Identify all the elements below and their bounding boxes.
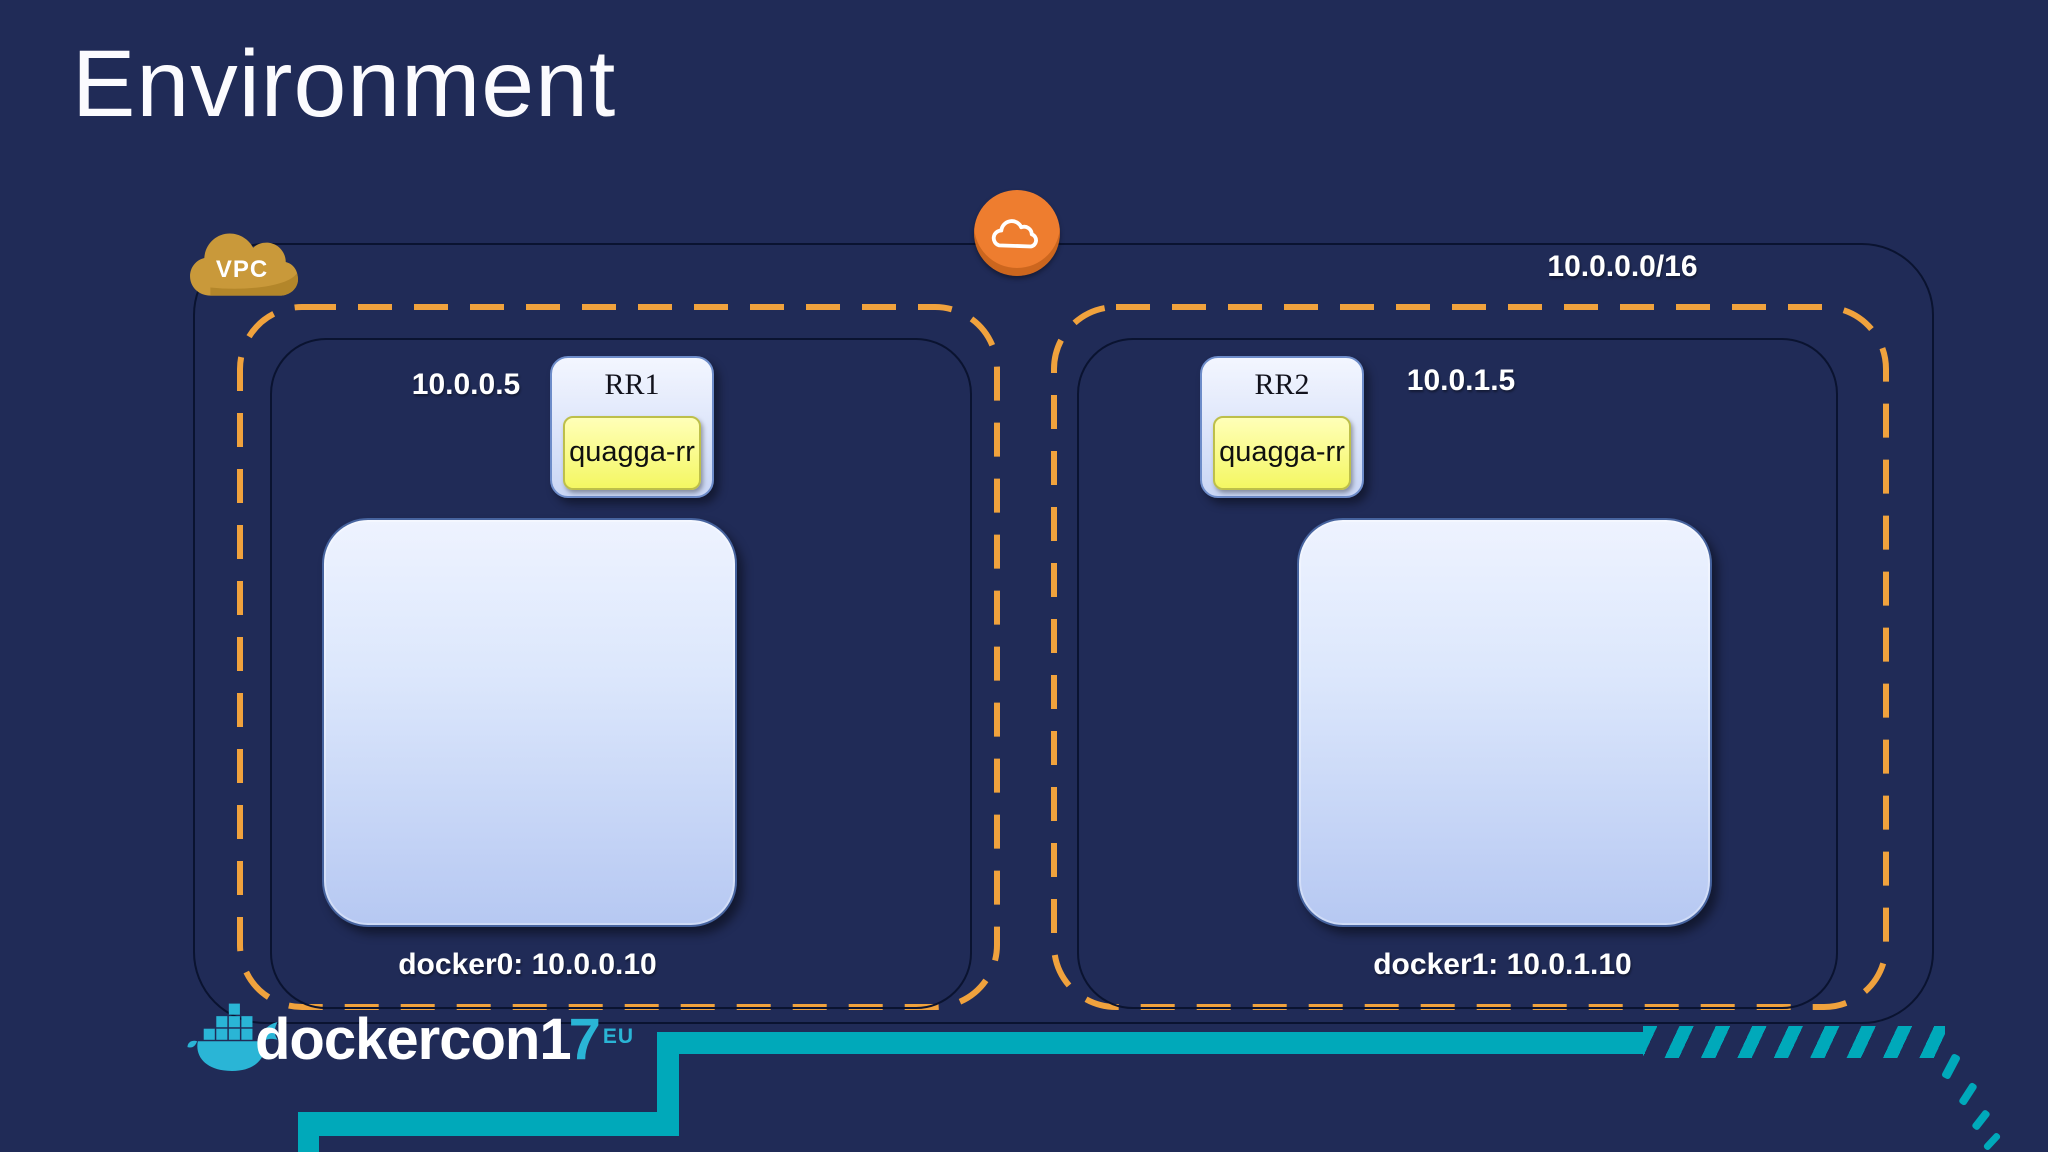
- rr2-quagga-box: quagga-rr: [1213, 416, 1351, 490]
- docker-host-right: [1077, 338, 1838, 1009]
- docker-host-left: [270, 338, 972, 1009]
- logo-year-1: 1: [539, 1007, 571, 1072]
- rr2-name: RR2: [1254, 368, 1310, 401]
- logo-region: EU: [602, 1025, 635, 1048]
- vpc-badge-label: VPC: [215, 256, 269, 283]
- internet-cloud-icon: [991, 219, 1038, 249]
- vpc-cloud-badge: VPC: [188, 220, 300, 302]
- rr1-name: RR1: [604, 368, 660, 401]
- logo-year-7: 7: [568, 1007, 601, 1072]
- vpc-boundary: [193, 243, 1934, 1024]
- trace-vertical-mid: [657, 1032, 679, 1136]
- bridge-label-left: docker0: 10.0.0.10: [398, 948, 657, 981]
- vpc-cidr-label: 10.0.0.0/16: [1547, 250, 1698, 283]
- trace-slash-pattern: [1643, 1026, 1945, 1058]
- vpc-cloud-icon: [190, 233, 298, 296]
- container-area-right: [1297, 518, 1712, 927]
- route-reflector-rr1: RR1 quagga-rr: [550, 356, 714, 498]
- container-area-left: [322, 518, 737, 927]
- host-ip-right: 10.0.1.5: [1406, 364, 1516, 397]
- route-reflector-rr2: RR2 quagga-rr: [1200, 356, 1364, 498]
- rr1-quagga-label: quagga-rr: [569, 436, 695, 469]
- rr1-quagga-box: quagga-rr: [563, 416, 701, 490]
- docker-whale-icon: [187, 1003, 278, 1071]
- page-title: Environment: [72, 31, 617, 137]
- bridge-label-right: docker1: 10.0.1.10: [1373, 948, 1632, 981]
- trace-horizontal-upper: [657, 1032, 1645, 1054]
- host-ip-left: 10.0.0.5: [411, 368, 521, 401]
- trace-dash-3: [1971, 1108, 1991, 1132]
- internet-cloud-badge: [974, 190, 1060, 276]
- trace-dash-2: [1958, 1081, 1978, 1107]
- trace-horizontal-lower: [298, 1112, 679, 1136]
- logo-brand-text: dockercon: [255, 1007, 540, 1072]
- rr2-quagga-label: quagga-rr: [1219, 436, 1345, 469]
- trace-dash-4: [1982, 1131, 2002, 1152]
